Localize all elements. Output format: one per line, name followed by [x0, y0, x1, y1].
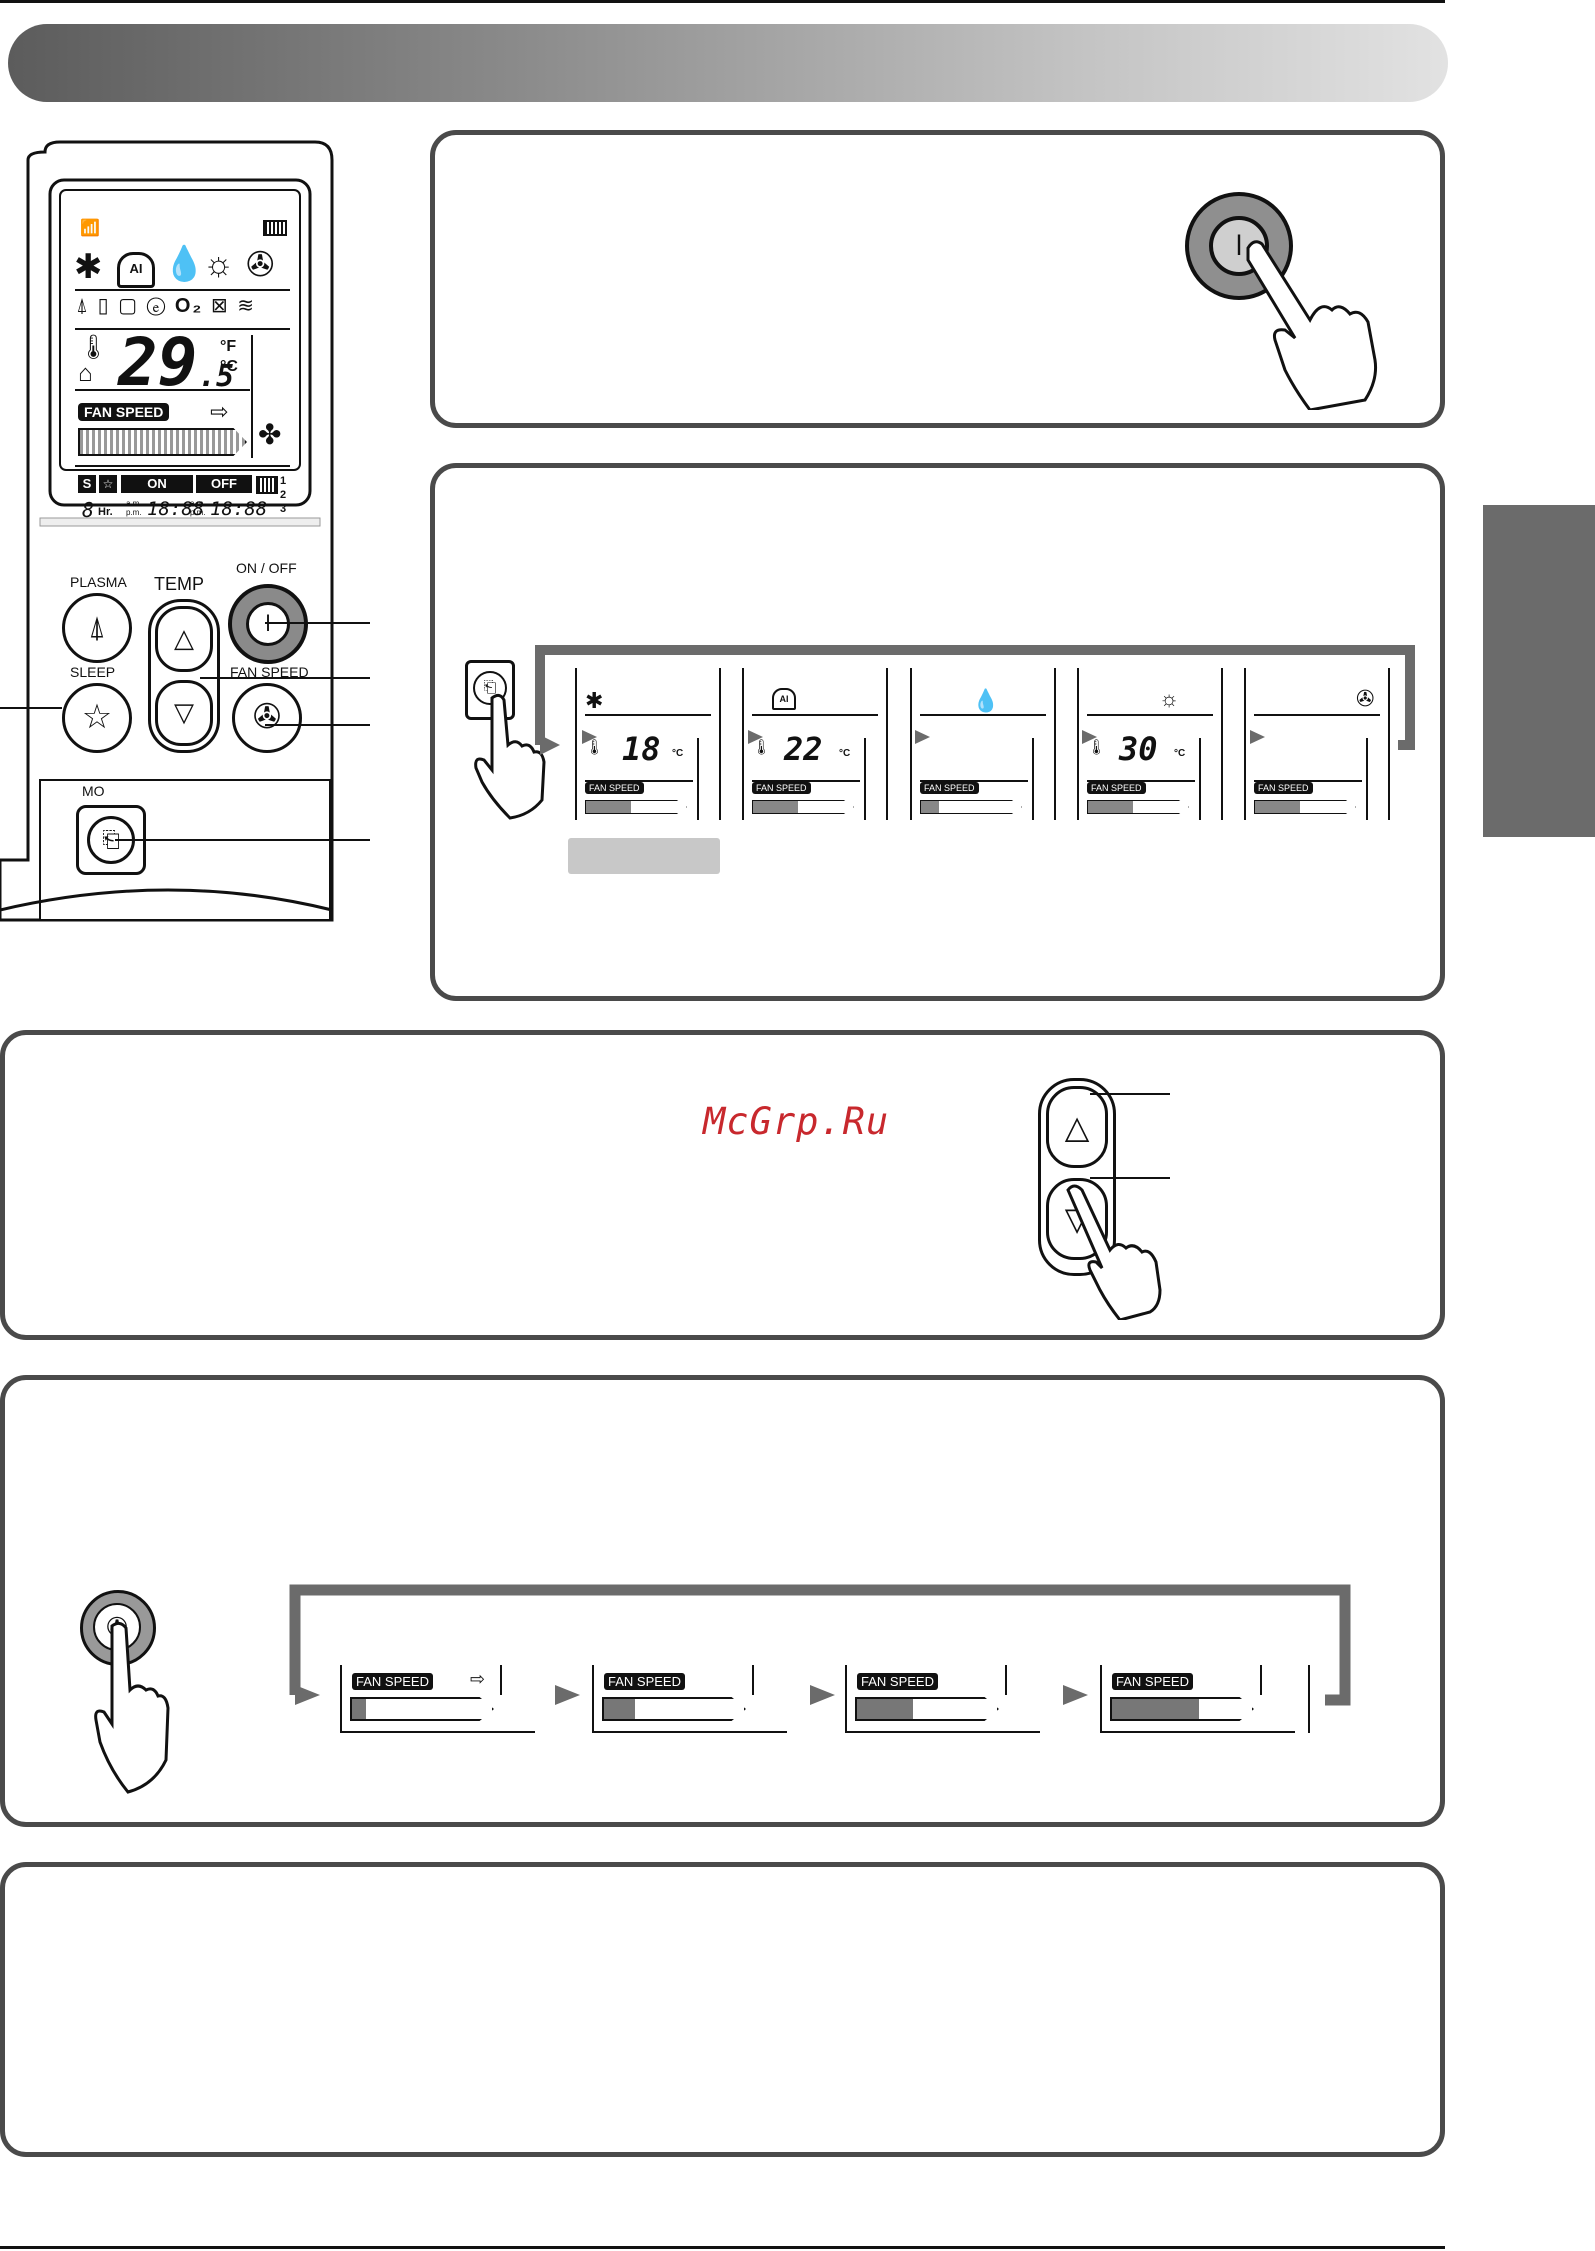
thermometer-icon: 🌡 [752, 739, 772, 756]
fan-hand-icon [94, 1621, 170, 1794]
mode-screen-dry: 💧 FAN SPEED [910, 668, 1056, 820]
top-rule [0, 0, 1445, 3]
mode-fan-icon: ✇ [1356, 686, 1375, 711]
thermometer-icon: 🌡 [78, 334, 109, 361]
fan-screen-1: FAN SPEED ⇨ [340, 1665, 545, 1733]
lcd-fan-speed-label: FAN SPEED [78, 403, 170, 421]
lcd-fan-small-icon: ✤ [258, 419, 282, 450]
pointing-hand-icon [1246, 240, 1377, 410]
plasma-button[interactable]: ⍋ [62, 593, 132, 663]
mode-sun-icon: ☼ [1159, 686, 1180, 711]
clean-icon: ▢ [118, 295, 140, 317]
lcd-sun-icon: ☼ [203, 245, 235, 283]
e-icon: ⓔ [146, 295, 168, 317]
swing-arrow-icon: ⇨ [470, 1669, 486, 1689]
battery-icon [263, 220, 287, 236]
mode-screen-cool: ✱ 🌡 18 °C FAN SPEED [575, 668, 721, 820]
mesh-icon: ⊠ [210, 295, 230, 317]
panel-empty [0, 1862, 1445, 2157]
fan-screen-4: FAN SPEED [1100, 1665, 1305, 1733]
lcd-o2: O₂ [174, 295, 204, 317]
lcd-fan-speed-bar [78, 428, 247, 456]
lcd-ampm-2: a.m.p.m. [190, 499, 206, 517]
lcd-time-1: 18:88 [147, 498, 205, 520]
panel-temperature [0, 1030, 1445, 1340]
lcd-fahrenheit: °F [220, 338, 237, 355]
onoff-label: ON / OFF [236, 560, 297, 576]
calendar-icon [256, 476, 278, 494]
fan-speed-button[interactable]: ✇ [232, 683, 302, 753]
filter-icon: ▯ [97, 295, 111, 317]
plasma-icon: ⍋ [76, 295, 90, 317]
lcd-hr: Hr. [98, 506, 113, 518]
temp-up-button[interactable]: △ [155, 606, 213, 672]
mode-screen-fan: ✇ FAN SPEED [1244, 668, 1390, 820]
fan-level-bar [602, 1697, 746, 1721]
heat-icon: ≋ [237, 295, 256, 317]
lcd-hour-num: 8 [82, 498, 95, 522]
side-chapter-tab [1483, 505, 1595, 837]
fan-level-bar [855, 1697, 999, 1721]
mode-fan-bar [585, 800, 687, 814]
mode-button-illustration: ⎗ [465, 660, 515, 720]
lcd-fan-icon: ✇ [246, 246, 275, 284]
mode-icon-small: ⎗ [473, 671, 507, 705]
fan-screen-2: FAN SPEED [592, 1665, 797, 1733]
section-header-bar [8, 24, 1448, 102]
mode-temp-ai: 22 [784, 730, 823, 768]
lcd-time-2: 18:88 [210, 498, 268, 520]
lcd-off-badge: OFF [196, 475, 252, 493]
mode-label: MO [82, 783, 105, 799]
fanspeed-label: FAN SPEED [230, 664, 309, 680]
thermometer-icon: 🌡 [1087, 739, 1107, 756]
lcd-celsius: °C [220, 358, 238, 375]
fan-screen-divider [1308, 1665, 1310, 1733]
lcd-ampm-1: a.m.p.m. [126, 499, 142, 517]
temp-up-illustration: △ [1046, 1086, 1108, 1168]
watermark: McGrp.Ru [703, 1100, 890, 1143]
mode-screen-heat: ☼ 🌡 30 °C FAN SPEED [1077, 668, 1223, 820]
lcd-star-badge: ☆ [99, 475, 117, 493]
lcd-temperature-decimal: .5 [198, 359, 235, 394]
temp-callouts [1066, 1093, 1170, 1320]
temp-down-button[interactable]: ▽ [155, 680, 213, 746]
temp-label: TEMP [154, 574, 205, 594]
mode-cycle-bracket [535, 645, 1415, 755]
lcd-ai-icon: AI [117, 252, 155, 288]
lcd-drop-icon: 💧 [163, 245, 206, 283]
mode-hand-icon [474, 693, 546, 820]
sleep-button[interactable]: ☆ [62, 683, 132, 753]
plasma-label: PLASMA [70, 574, 127, 590]
callout-lines [0, 622, 370, 841]
fan-screen-3: FAN SPEED [845, 1665, 1050, 1733]
thermometer-icon: 🌡 [585, 739, 605, 756]
signal-icon: 📶 [80, 220, 100, 237]
mode-temp-cool: 18 [622, 730, 661, 768]
mode-drop-icon: 💧 [972, 688, 1000, 713]
lcd-snowflake-icon: ✱ [74, 248, 103, 286]
bottom-rule [0, 2246, 1445, 2249]
mode-snowflake-icon: ✱ [585, 688, 604, 713]
lcd-temperature-big: 29 [118, 324, 198, 401]
house-icon: ⌂ [78, 360, 93, 387]
mode-screen-ai: AI 🌡 22 °C FAN SPEED [742, 668, 888, 820]
fan-level-bar [350, 1697, 494, 1721]
temp-rocker [148, 599, 220, 753]
panel-fan-speed [0, 1375, 1445, 1827]
grey-note-box [568, 838, 720, 874]
swing-arrow-icon: ⇨ [210, 399, 229, 424]
lcd-on-badge: ON [121, 475, 193, 493]
mode-ai-icon: AI [772, 688, 796, 710]
lcd-s-badge: S [78, 475, 96, 493]
lcd-function-icons: ⍋ ▯ ▢ ⓔ O₂ ⊠ ≋ [76, 296, 256, 316]
fan-cycle-bracket [289, 1584, 1351, 1706]
mode-temp-heat: 30 [1119, 730, 1158, 768]
fan-level-bar [1110, 1697, 1254, 1721]
panel-mode [430, 463, 1445, 1001]
sleep-label: SLEEP [70, 664, 116, 680]
